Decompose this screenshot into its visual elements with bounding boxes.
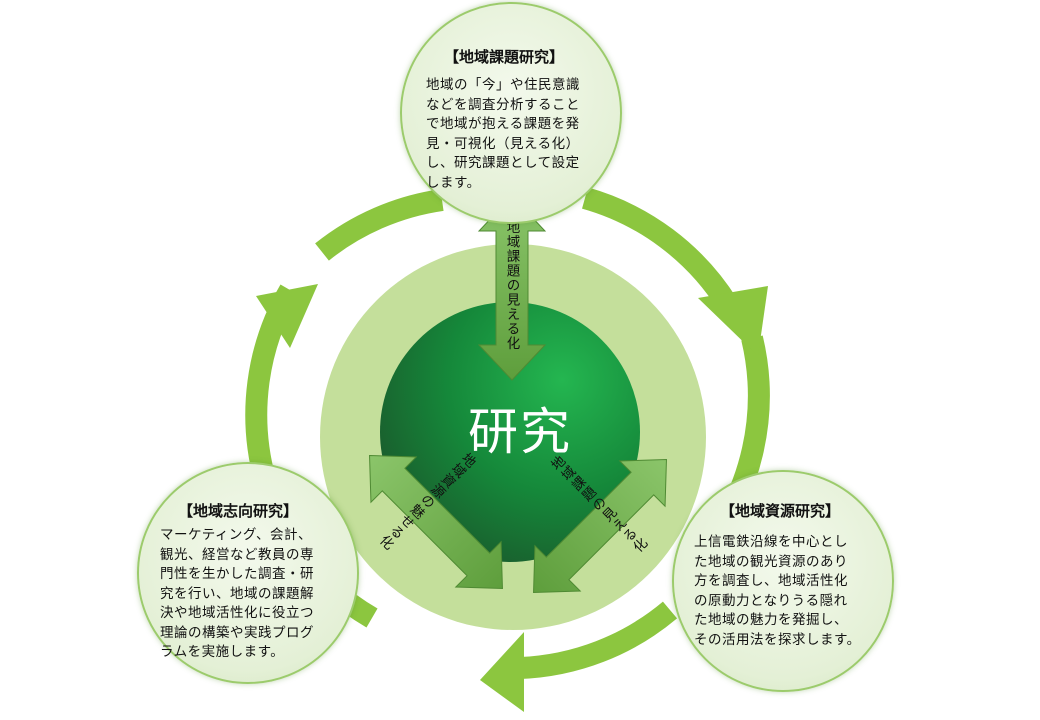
node-top-line: 見・可視化（見える化）	[426, 135, 580, 152]
node-left-line: ラムを実施します。	[160, 644, 285, 660]
node-right-line: の原動力となりうる隠れ	[694, 592, 848, 609]
spoke-arrow-left	[369, 455, 503, 589]
node-left-line: 門性を生かした調査・研	[160, 566, 314, 582]
node-top-line: します。	[426, 174, 481, 191]
center-label: 研究	[468, 403, 572, 461]
node-right-line: その活用法を探求します。	[694, 631, 861, 648]
node-left-title: 【地域志向研究】	[178, 502, 299, 520]
cycle-arrowhead-right	[698, 286, 768, 356]
spoke-arrow-top	[477, 195, 547, 381]
node-top-body: 地域の「今」や住民意識 などを調査分析すること で地域が抱える課題を発 見・可視…	[426, 76, 616, 193]
node-left-line: マーケティング、会計、	[160, 527, 312, 543]
cycle-arrowhead-left	[256, 284, 318, 348]
cycle-arc-top-right	[581, 187, 738, 311]
node-right-line: た地域の魅力を発掘し、	[694, 612, 848, 628]
node-right-bubble	[672, 470, 894, 692]
research-core	[380, 302, 640, 562]
node-top-line: などを調査分析すること	[426, 96, 580, 113]
node-top-line: し、研究課題として設定	[426, 155, 580, 171]
node-right-body: 上信電鉄沿線を中心とし た地域の観光資源のあり 方を調査し、地域活性化 の原動力…	[694, 533, 890, 650]
cycle-arc-bottom-left	[519, 601, 678, 679]
node-top-line: で地域が抱える課題を発	[426, 116, 580, 132]
spoke-label-top: 地域課題の見える化	[503, 220, 520, 351]
cycle-arrowhead-bottom	[480, 632, 524, 712]
node-right-line: た地域の観光資源のあり	[694, 553, 848, 570]
spoke-arrow-right	[533, 459, 667, 593]
cycle-arc-top-left	[315, 189, 444, 261]
node-left-line: 観光、経営など教員の専	[160, 546, 314, 563]
node-left-line: 決や地域活性化に役立つ	[160, 605, 314, 621]
node-right-title: 【地域資源研究】	[720, 502, 841, 520]
node-right-line: 上信電鉄沿線を中心とし	[694, 534, 848, 550]
node-left-line: 理論の構築や実践プログ	[160, 624, 314, 641]
node-left-bubble	[137, 462, 359, 684]
node-top-line: 地域の「今」や住民意識	[426, 77, 580, 93]
node-left-line: 究を行い、地域の課題解	[160, 585, 314, 602]
node-top-title: 【地域課題研究】	[444, 48, 565, 66]
node-right-line: 方を調査し、地域活性化	[694, 573, 848, 589]
node-top-bubble	[400, 2, 622, 224]
cycle-arrows	[245, 187, 770, 679]
node-left-body: マーケティング、会計、 観光、経営など教員の専 門性を生かした調査・研 究を行い…	[160, 526, 350, 663]
spoke-arrows	[369, 195, 667, 593]
